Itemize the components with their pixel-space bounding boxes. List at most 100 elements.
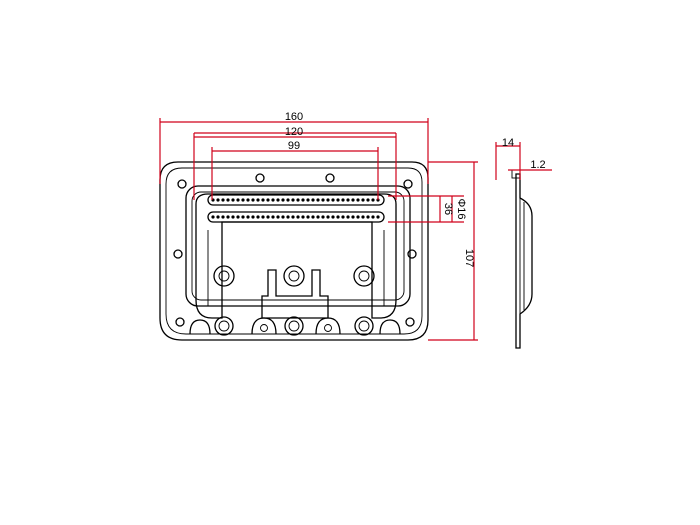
knurl-dot	[356, 198, 360, 202]
boss	[283, 265, 305, 287]
grip-knurling	[211, 198, 380, 219]
knurl-dot	[291, 215, 295, 219]
knurl-dot	[376, 215, 380, 219]
knurl-dot	[276, 198, 280, 202]
knurl-dot	[241, 198, 245, 202]
knurl-dot	[371, 198, 375, 202]
knurl-dot	[271, 198, 275, 202]
knurl-dot	[301, 215, 305, 219]
knurl-dot	[286, 198, 290, 202]
knurl-dot	[211, 215, 215, 219]
knurl-dot	[371, 215, 375, 219]
knurl-dot	[286, 215, 290, 219]
knurl-dot	[296, 198, 300, 202]
flange-outline	[159, 161, 429, 341]
knurl-dot	[236, 198, 240, 202]
mounting-hole	[177, 179, 187, 189]
knurl-dot	[321, 215, 325, 219]
knurl-dot	[346, 215, 350, 219]
pivot-bosses-upper	[213, 265, 375, 287]
knurl-dot	[266, 198, 270, 202]
knurl-dot	[271, 215, 275, 219]
dim-thickness-label: 1.2	[530, 159, 545, 171]
dimension-lines	[159, 118, 552, 341]
boss-hole	[218, 270, 230, 282]
notch-hole	[324, 324, 332, 332]
knurl-dot	[266, 215, 270, 219]
side-view	[511, 169, 533, 349]
boss-hole	[288, 320, 300, 332]
latch-block	[261, 269, 329, 319]
dim-mid-width-label: 120	[285, 126, 303, 138]
knurl-dot	[256, 198, 260, 202]
boss-hole	[358, 320, 370, 332]
knurl-dot	[341, 198, 345, 202]
knurl-dot	[226, 215, 230, 219]
boss-hole	[358, 270, 370, 282]
mounting-hole	[405, 317, 415, 327]
knurl-dot	[246, 215, 250, 219]
dim-overall-width-label: 160	[285, 111, 303, 123]
mounting-hole	[403, 179, 413, 189]
knurl-dot	[361, 198, 365, 202]
boss-hole	[218, 320, 230, 332]
knurl-dot	[341, 215, 345, 219]
knurl-dot	[276, 215, 280, 219]
knurl-dot	[281, 198, 285, 202]
knurl-dot	[216, 215, 220, 219]
notch	[251, 317, 277, 335]
boss	[214, 316, 234, 336]
mounting-hole	[175, 317, 185, 327]
knurl-dot	[251, 198, 255, 202]
knurl-dot	[356, 215, 360, 219]
knurl-dot	[361, 215, 365, 219]
notch-hole	[260, 324, 268, 332]
dim-handle-gap-label: 36	[442, 203, 454, 215]
notch	[189, 319, 211, 335]
knurl-dot	[261, 215, 265, 219]
knurl-dot	[326, 198, 330, 202]
mounting-hole	[407, 249, 417, 259]
dim-handle-diameter-label: Φ16	[455, 198, 467, 219]
knurl-dot	[351, 198, 355, 202]
knurl-dot	[366, 198, 370, 202]
knurl-dot	[316, 215, 320, 219]
knurl-dot	[316, 198, 320, 202]
knurl-dot	[251, 215, 255, 219]
knurl-dot	[221, 215, 225, 219]
handle-bail-outer	[195, 193, 397, 319]
recess-outline	[185, 185, 411, 307]
knurl-dot	[261, 198, 265, 202]
knurl-dot	[346, 198, 350, 202]
knurl-dot	[311, 215, 315, 219]
dim-height-label: 107	[463, 249, 475, 267]
flange-mounting-holes	[173, 173, 417, 327]
knurl-dot	[311, 198, 315, 202]
knurl-dot	[246, 198, 250, 202]
knurl-dot	[241, 215, 245, 219]
knurl-dot	[336, 215, 340, 219]
knurl-dot	[331, 198, 335, 202]
knurl-dot	[231, 215, 235, 219]
front-view	[159, 161, 429, 341]
flange-inner-outline	[165, 167, 423, 335]
knurl-dot	[296, 215, 300, 219]
knurl-dot	[281, 215, 285, 219]
knurl-dot	[306, 215, 310, 219]
knurl-dot	[331, 215, 335, 219]
pivot-bosses-lower	[189, 316, 401, 336]
side-profile	[515, 173, 533, 349]
mounting-hole	[255, 173, 265, 183]
knurl-dot	[336, 198, 340, 202]
boss	[284, 316, 304, 336]
side-profile-inner	[519, 198, 525, 314]
knurl-dot	[291, 198, 295, 202]
notch	[315, 317, 341, 335]
knurl-dot	[366, 215, 370, 219]
boss-hole	[288, 270, 300, 282]
mounting-hole	[173, 249, 183, 259]
notch	[379, 319, 401, 335]
handle-bail-inner	[207, 230, 385, 306]
knurl-dot	[301, 198, 305, 202]
